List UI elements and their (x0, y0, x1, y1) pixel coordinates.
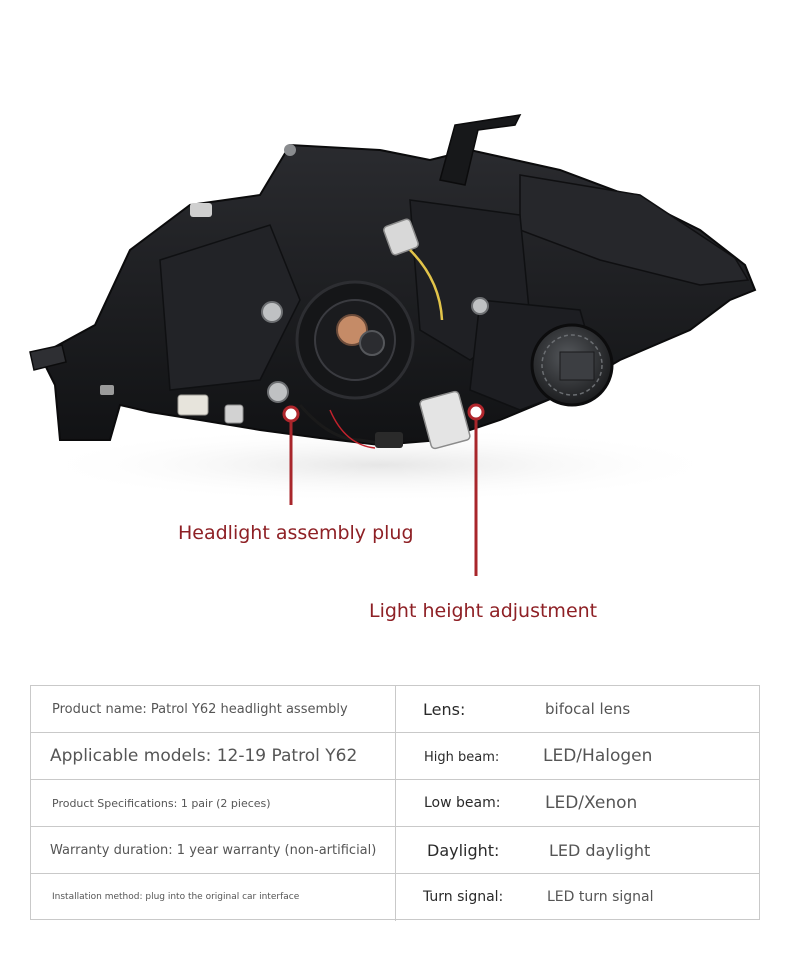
spec-left-cell: Product Specifications: 1 pair (2 pieces… (31, 780, 396, 826)
spec-installation-method: Installation method: plug into the origi… (52, 892, 300, 902)
spec-key-daylight: Daylight: (427, 841, 500, 860)
spec-value-turn-signal: LED turn signal (547, 889, 654, 905)
spec-warranty-duration: Warranty duration: 1 year warranty (non-… (50, 843, 377, 858)
spec-applicable-models: Applicable models: 12-19 Patrol Y62 (50, 746, 358, 766)
spec-value-low-beam: LED/Xenon (545, 793, 638, 813)
spec-value-daylight: LED daylight (549, 841, 651, 860)
spec-key-lens: Lens: (423, 700, 466, 719)
headlight-housing (29, 114, 757, 447)
wiring-connectors (177, 218, 471, 450)
mounting-bolts (261, 144, 489, 403)
spec-row: Warranty duration: 1 year warranty (non-… (31, 827, 759, 874)
callout-plug-marker (282, 405, 300, 505)
spec-left-cell: Warranty duration: 1 year warranty (non-… (31, 827, 396, 873)
spec-value-high-beam: LED/Halogen (543, 746, 653, 766)
spec-product-name: Product name: Patrol Y62 headlight assem… (52, 702, 348, 717)
spec-row: Installation method: plug into the origi… (31, 874, 759, 921)
spec-left-cell: Installation method: plug into the origi… (31, 874, 396, 921)
spec-key-high-beam: High beam: (424, 750, 500, 765)
spec-key-turn-signal: Turn signal: (423, 889, 504, 905)
spec-product-specifications: Product Specifications: 1 pair (2 pieces… (52, 797, 271, 810)
callout-label-height-adjustment: Light height adjustment (369, 600, 598, 622)
spec-row: Product name: Patrol Y62 headlight assem… (31, 686, 759, 733)
spec-row: Applicable models: 12-19 Patrol Y62 High… (31, 733, 759, 780)
callout-label-headlight-plug: Headlight assembly plug (178, 522, 414, 544)
spec-left-cell: Applicable models: 12-19 Patrol Y62 (31, 733, 396, 779)
spec-table: Product name: Patrol Y62 headlight assem… (30, 685, 760, 921)
spec-row: Product Specifications: 1 pair (2 pieces… (31, 780, 759, 827)
spec-left-cell: Product name: Patrol Y62 headlight assem… (31, 686, 396, 732)
dust-cap (530, 323, 614, 407)
headlight-product-image (29, 114, 757, 576)
bulb-socket (295, 280, 415, 400)
callout-height-marker (467, 403, 485, 576)
spec-key-low-beam: Low beam: (424, 795, 501, 811)
spec-value-lens: bifocal lens (545, 700, 631, 718)
